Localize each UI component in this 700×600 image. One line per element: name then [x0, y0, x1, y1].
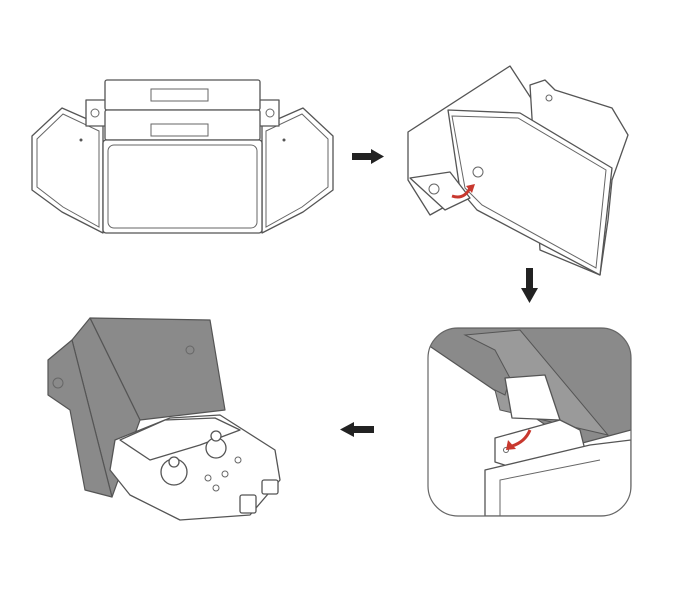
rotate-arrow-icon [511, 429, 532, 448]
step2-folding-sunhood [407, 65, 629, 276]
arrow-right-icon [352, 149, 384, 164]
arrow-left-icon [340, 422, 374, 437]
step4-installed-sunhood [47, 317, 281, 521]
fold-arrow-icon [451, 187, 472, 199]
arrow-down-icon [521, 268, 538, 303]
step1-unfolded-sunhood [31, 79, 334, 234]
step3-clip-detail [427, 327, 632, 517]
